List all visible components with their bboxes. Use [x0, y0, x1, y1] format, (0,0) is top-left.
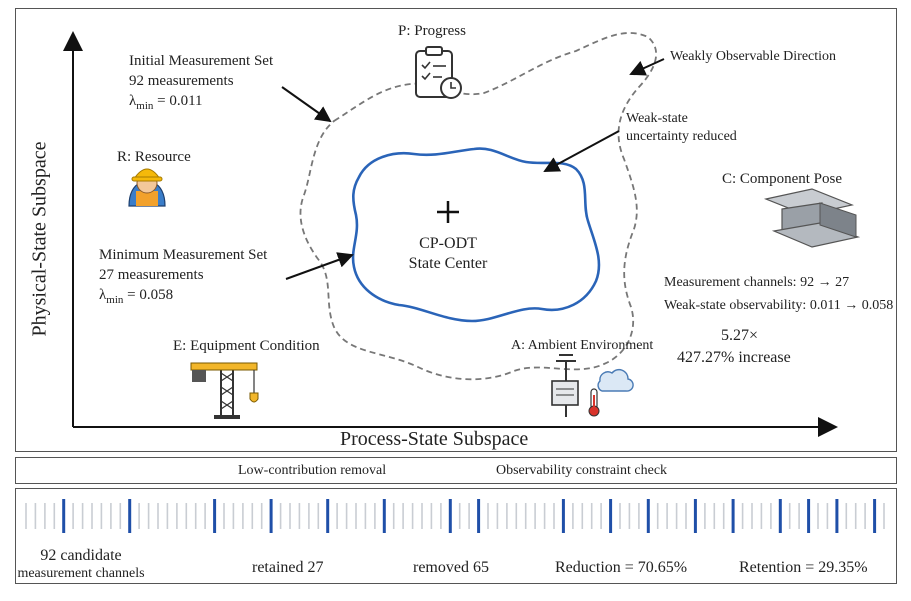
minimum-set-title: Minimum Measurement Set — [99, 247, 268, 263]
crane-icon — [190, 362, 259, 419]
weak-direction-label: Weakly Observable Direction — [670, 49, 837, 64]
resource-label: R: Resource — [117, 149, 191, 165]
candidate-label-line2: measurement channels — [17, 566, 145, 581]
minimum-lambda-value: = 0.058 — [123, 287, 174, 303]
weak-state-label-line1: Weak-state — [626, 111, 688, 126]
component-pose-label: C: Component Pose — [722, 171, 843, 187]
removed-count: removed 65 — [413, 559, 489, 576]
ambient-label: A: Ambient Environment — [511, 338, 654, 353]
initial-set-title: Initial Measurement Set — [129, 53, 274, 69]
minimum-lambda-symbol: λ — [99, 287, 107, 303]
reduction-percent: Reduction = 70.65% — [555, 559, 688, 576]
state-center-label-line1: CP-ODT — [419, 235, 477, 252]
channel-strip-panel: 92 candidate measurement channels retain… — [15, 488, 897, 584]
equipment-label: E: Equipment Condition — [173, 338, 320, 354]
retention-percent: Retention = 29.35% — [739, 559, 868, 576]
arrow-weak-direction — [629, 58, 665, 76]
stats-observability: Weak-state observability: 0.011 → 0.058 — [664, 298, 894, 313]
step-low-contribution-removal: Low-contribution removal — [238, 463, 387, 478]
stats-channels: Measurement channels: 92 → 27 — [664, 275, 850, 290]
initial-set-lambda: λmin = 0.011 — [129, 93, 203, 112]
weak-state-label-line2: uncertainty reduced — [626, 129, 737, 144]
stats-increase: 427.27% increase — [677, 349, 791, 366]
state-space-figure — [63, 31, 861, 437]
channel-strip — [25, 499, 885, 533]
initial-lambda-subscript: min — [136, 100, 154, 112]
arrow-weak-state — [543, 130, 620, 172]
minimum-set-lambda: λmin = 0.058 — [99, 287, 173, 306]
step-observability-check: Observability constraint check — [496, 463, 668, 478]
arrow-minimum-set — [285, 252, 354, 280]
arrow-initial-set — [281, 86, 332, 123]
process-step-bar: Low-contribution removal Observability c… — [15, 457, 897, 484]
initial-lambda-value: = 0.011 — [153, 93, 203, 109]
minimum-set-count: 27 measurements — [99, 267, 204, 283]
candidate-label: 92 candidate measurement channels — [16, 547, 146, 583]
y-axis-label: Physical-State Subspace — [28, 141, 51, 337]
minimum-lambda-subscript: min — [106, 294, 124, 306]
weather-station-icon — [551, 354, 634, 417]
reduced-uncertainty-boundary — [351, 147, 601, 323]
stats-factor: 5.27× — [721, 327, 759, 344]
initial-set-count: 92 measurements — [129, 73, 234, 89]
state-space-panel: Physical-State Subspace Process-State Su… — [15, 8, 897, 452]
progress-label: P: Progress — [398, 23, 466, 39]
initial-lambda-symbol: λ — [129, 93, 137, 109]
retained-count: retained 27 — [252, 559, 324, 576]
initial-uncertainty-boundary — [299, 32, 658, 381]
state-center-label-line2: State Center — [408, 255, 488, 272]
candidate-label-line1: 92 candidate — [40, 547, 122, 564]
x-axis-label: Process-State Subspace — [340, 428, 529, 450]
clipboard-icon — [415, 46, 462, 99]
steel-beam-icon — [763, 188, 861, 248]
worker-icon — [128, 168, 166, 207]
